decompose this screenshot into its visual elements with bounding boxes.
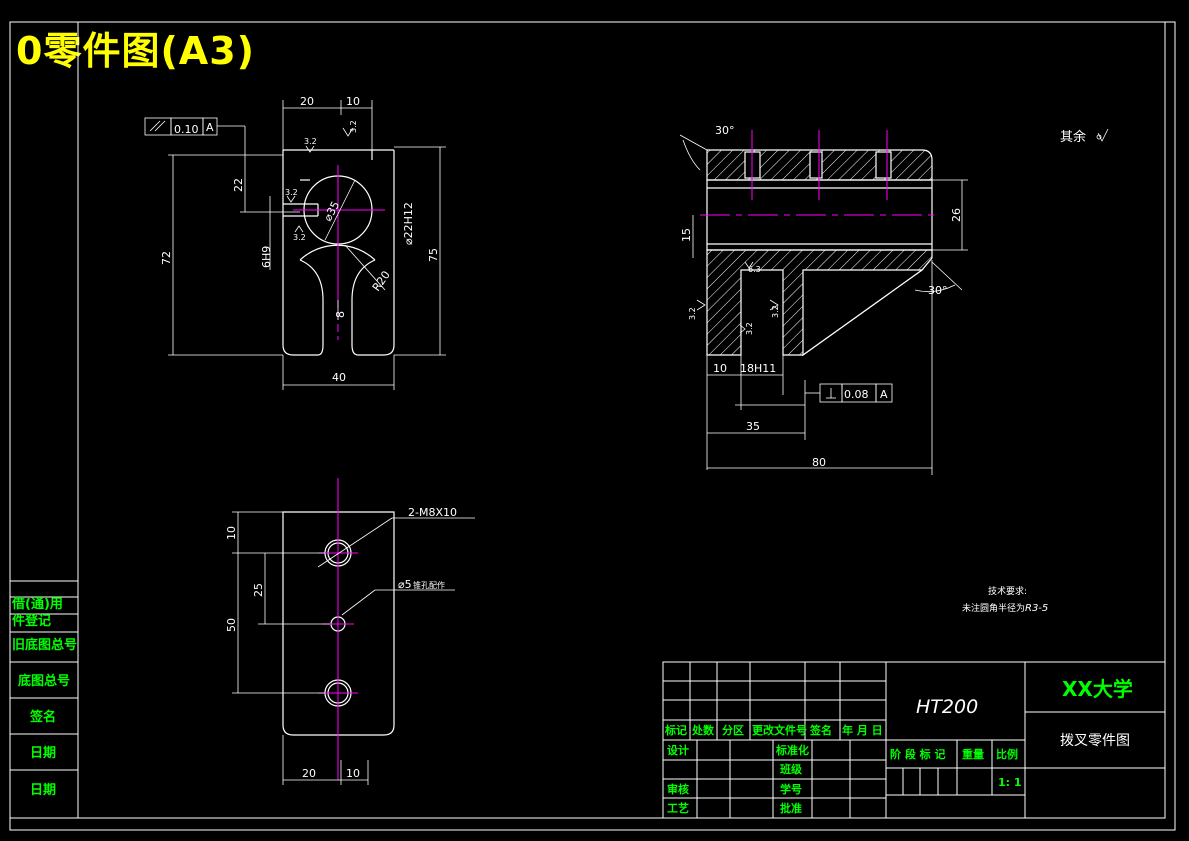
- side-rough-32a: 3.2: [688, 307, 697, 320]
- side-centerlines: [700, 130, 940, 216]
- tech-req-line1: 未注圆角半径为: [962, 602, 1025, 614]
- side-rough-32c: 3.2: [745, 322, 754, 335]
- front-dim-phi22: ⌀22H12: [402, 202, 415, 245]
- side-angle-30b: 30°: [928, 284, 948, 297]
- front-rough-4: 3.2: [293, 233, 306, 242]
- front-dim-72: 72: [160, 251, 173, 265]
- front-rough-2: 3.2: [304, 137, 317, 146]
- side-rough-32b: 3.2: [771, 305, 780, 318]
- tb-row-approve: 批准: [780, 801, 802, 815]
- hole-note-suffix: 锥孔配作: [413, 580, 445, 590]
- tb-row-class: 班级: [780, 762, 803, 776]
- school-name: XX大学: [1062, 677, 1133, 701]
- tb-header-1: 处数: [691, 723, 715, 737]
- front-dim-22: 22: [232, 178, 245, 192]
- side-angle-30a: 30°: [715, 124, 735, 137]
- thread-note: 2-M8X10: [408, 506, 457, 519]
- tb-header-5: 年 月 日: [842, 723, 883, 737]
- front-parallel-datum: A: [206, 121, 214, 134]
- front-dim-40: 40: [332, 371, 346, 384]
- tb-scale-header: 比例: [996, 747, 1018, 761]
- tb-row-design: 设计: [667, 743, 689, 757]
- inner-frame: [77, 21, 1166, 819]
- side-dim-18h11: 18H11: [740, 362, 776, 375]
- front-dim-10: 10: [346, 95, 360, 108]
- strip-label-4: 签名: [29, 709, 56, 725]
- sheet-title: 0零件图(A3): [16, 29, 256, 73]
- tb-header-0: 标记: [664, 723, 687, 737]
- tb-row-process: 工艺: [667, 801, 689, 815]
- side-dim-26: 26: [950, 208, 963, 222]
- strip-label-2: 旧底图总号: [12, 637, 77, 653]
- top-dim-10b: 10: [346, 767, 360, 780]
- tb-header-4: 签名: [809, 723, 832, 737]
- left-strip: [9, 580, 79, 819]
- tech-req-line1-value: R3-5: [1025, 603, 1048, 614]
- title-block: [662, 661, 1166, 819]
- outer-frame: [9, 21, 1176, 831]
- side-dim-10: 10: [713, 362, 727, 375]
- front-dims: [144, 100, 446, 390]
- front-dim-75: 75: [427, 248, 440, 262]
- side-dims: [679, 128, 1109, 475]
- tb-scale-value: 1: 1: [998, 776, 1022, 789]
- front-rough-3: 3.2: [285, 188, 298, 197]
- strip-label-1: 件登记: [12, 613, 51, 629]
- top-dim-25: 25: [252, 583, 265, 597]
- tb-header-3: 更改文件号: [752, 723, 807, 737]
- front-dim-8: 8: [334, 311, 347, 318]
- strip-label-6: 日期: [30, 783, 56, 798]
- strip-label-0: 借(通)用: [11, 596, 63, 612]
- strip-label-3: 底图总号: [18, 673, 70, 689]
- tb-row-review: 审核: [667, 782, 689, 796]
- other-roughness-note: 其余: [1060, 129, 1086, 145]
- top-dim-50: 50: [225, 618, 238, 632]
- tb-row-student-id: 学号: [780, 782, 802, 796]
- front-rough-1: 3.2: [349, 120, 358, 133]
- front-dim-6h9: 6H9: [260, 246, 273, 268]
- top-dim-20: 20: [302, 767, 316, 780]
- side-perp-tol: 0.08: [844, 388, 869, 401]
- side-rough-63: 6.3: [748, 265, 761, 274]
- strip-label-5: 日期: [30, 746, 56, 761]
- side-dim-80: 80: [812, 456, 826, 469]
- front-dim-20: 20: [300, 95, 314, 108]
- part-name: 拨叉零件图: [1060, 733, 1130, 749]
- side-perp-datum: A: [880, 388, 888, 401]
- tb-row-standard: 标准化: [775, 743, 809, 757]
- top-dim-10: 10: [225, 526, 238, 540]
- tb-header-2: 分区: [722, 723, 744, 737]
- tech-req-heading: 技术要求:: [988, 585, 1027, 597]
- side-dim-35: 35: [746, 420, 760, 433]
- tb-weight-header: 重量: [962, 747, 984, 761]
- front-dim-r20: R20: [370, 269, 393, 294]
- front-parallel-tol: 0.10: [174, 123, 199, 136]
- top-dims: [232, 511, 475, 785]
- material: HT200: [916, 696, 978, 718]
- hole-note: ⌀5: [398, 578, 412, 591]
- side-dim-15: 15: [680, 228, 693, 242]
- tb-stage-header: 阶 段 标 记: [890, 747, 946, 761]
